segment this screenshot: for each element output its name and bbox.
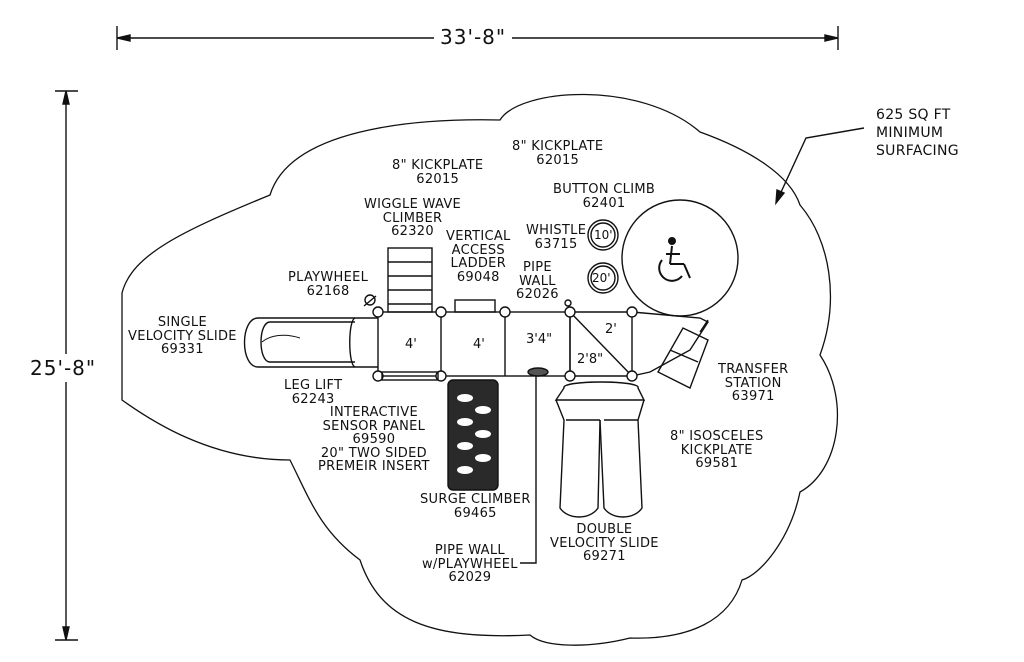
pipe-wall-leader	[520, 376, 537, 564]
accessibility-circle	[621, 199, 739, 317]
surfacing-boundary	[121, 93, 838, 646]
double-velocity-slide	[554, 381, 646, 518]
sensor-panel	[527, 367, 549, 377]
transfer-station	[657, 319, 709, 389]
circle-label-10: 10'	[594, 228, 613, 242]
width-dimension: 33'-8"	[434, 25, 513, 49]
deck-height-3: 3'4"	[526, 332, 553, 347]
height-dimension: 25'-8"	[26, 354, 101, 382]
wiggle-wave-climber	[387, 247, 433, 313]
leg-lift	[381, 371, 439, 381]
deck-height-1: 4'	[405, 337, 417, 352]
whistle-circles	[587, 219, 619, 294]
deck-height-5: 2'8"	[577, 352, 604, 367]
deck-height-4: 2'	[605, 322, 617, 337]
vertical-access-ladder	[454, 299, 496, 313]
surfacing-leader	[775, 127, 865, 204]
circle-label-20: 20'	[592, 271, 611, 285]
single-velocity-slide	[243, 317, 378, 368]
deck-posts	[372, 306, 638, 382]
playwheel	[363, 294, 377, 307]
pipe-wall	[564, 299, 572, 307]
wheelchair-icon	[658, 237, 691, 282]
deck-height-2: 4'	[473, 337, 485, 352]
surge-climber	[447, 379, 499, 491]
